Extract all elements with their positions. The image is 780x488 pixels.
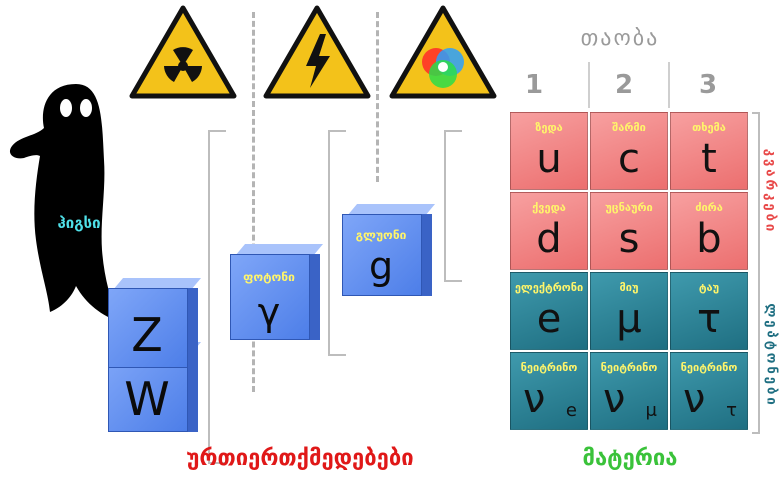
separator-2: [376, 12, 379, 182]
matter-label: მატერია: [582, 446, 678, 471]
w-boson-symbol: W: [124, 372, 170, 426]
bracket-em: [328, 130, 346, 356]
bracket-strong: [444, 130, 462, 282]
generation-3: 3: [698, 70, 718, 100]
color-charge-icon: [389, 5, 497, 99]
bracket-weak: [208, 130, 226, 464]
gen-sep-1: [588, 62, 590, 108]
quark-cell-up: ზედა u: [510, 112, 588, 190]
higgs-ghost-icon: [9, 84, 120, 322]
lepton-cell-electron: ელექტრონი e: [510, 272, 588, 350]
bracket-fermions: [752, 112, 760, 434]
gluon-name: გლუონი: [355, 228, 407, 242]
separator-1: [252, 12, 255, 392]
photon-symbol: γ: [257, 290, 281, 334]
quark-cell-charm: შარმი c: [590, 112, 668, 190]
quark-cell-strange: უცნაური s: [590, 192, 668, 270]
generation-title: თაობა: [580, 26, 660, 51]
gluon-symbol: g: [368, 244, 394, 288]
generation-1: 1: [524, 70, 544, 100]
gen-sep-2: [668, 62, 670, 108]
gluon-boson: გლუონი g: [342, 204, 440, 296]
lepton-cell-electron-neutrino: ნეიტრინო ν e: [510, 352, 588, 430]
photon-name: ფოტონი: [243, 270, 295, 284]
lepton-cell-tau-neutrino: ნეიტრინო ν τ: [670, 352, 748, 430]
leptons-side-label: ლეპტონები: [763, 303, 779, 408]
lepton-cell-muon: მიუ μ: [590, 272, 668, 350]
photon-boson: ფოტონი γ: [230, 244, 328, 340]
interactions-label: ურთიერთქმედებები: [186, 446, 414, 471]
radiation-hazard-icon: [129, 5, 237, 99]
lepton-cell-muon-neutrino: ნეიტრინო ν μ: [590, 352, 668, 430]
lepton-cell-tau: ტაუ τ: [670, 272, 748, 350]
z-boson-symbol: Z: [131, 308, 163, 362]
high-voltage-icon: [263, 5, 371, 99]
z-boson: Z: [108, 278, 206, 368]
quark-cell-bottom: ძირა b: [670, 192, 748, 270]
quarks-side-label: კვარკები: [762, 148, 778, 235]
generation-2: 2: [614, 70, 634, 100]
quark-cell-down: ქვედა d: [510, 192, 588, 270]
higgs-label: ჰიგსი: [57, 214, 101, 232]
quark-cell-top: თხემა t: [670, 112, 748, 190]
